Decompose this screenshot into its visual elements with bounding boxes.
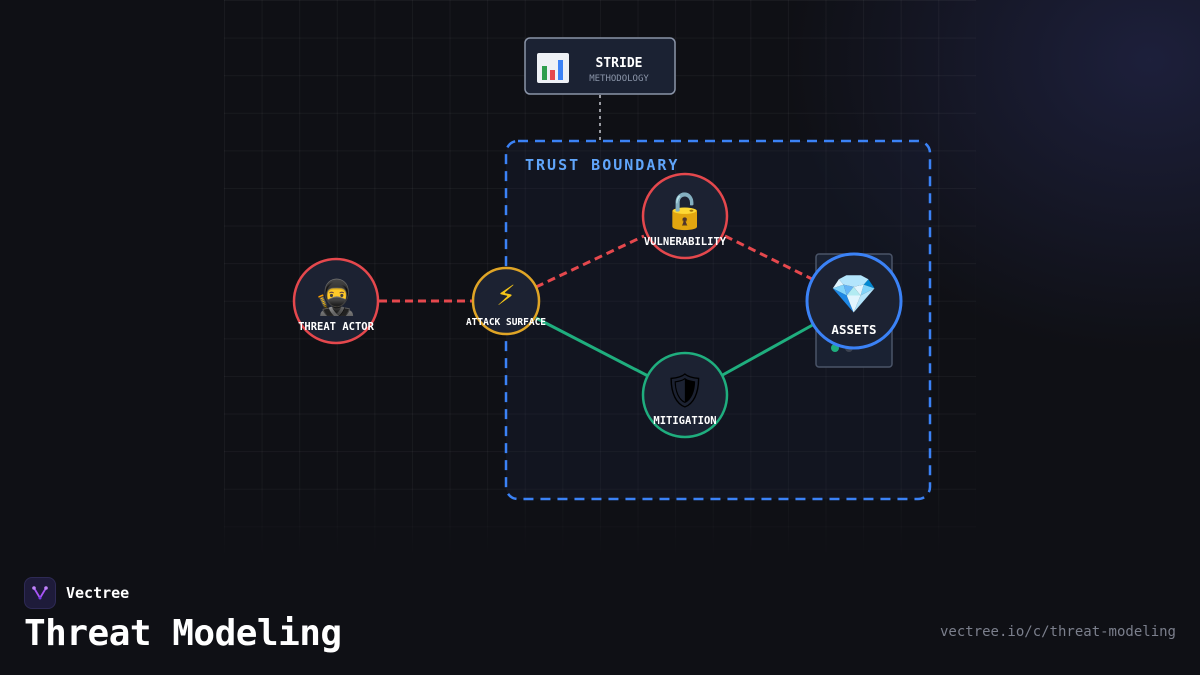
node-attack-surface[interactable]: ⚡ ATTACK SURFACE (466, 266, 546, 336)
edge-vulnerability-assets (724, 234, 817, 283)
page-url[interactable]: vectree.io/c/threat-modeling (939, 624, 1176, 640)
node-assets[interactable]: 💎 ASSETS (805, 252, 903, 350)
node-vulnerability[interactable]: 🔓 VULNERABILITY (641, 172, 729, 260)
bar-chart-icon (537, 53, 569, 83)
node-mitigation[interactable]: 🛡 MITIGATION (641, 351, 729, 439)
stride-title: STRIDE (596, 56, 643, 71)
shield-icon: 🛡 (663, 371, 706, 411)
edge-attack-surface-vulnerability (535, 234, 645, 289)
page-title: Threat Modeling (24, 613, 342, 654)
ninja-icon: 🥷 (315, 278, 357, 318)
gem-icon: 💎 (830, 272, 877, 316)
brand-name: Vectree (66, 584, 130, 602)
stride-card[interactable]: STRIDE METHODOLOGY (524, 37, 676, 95)
assets-label: ASSETS (831, 322, 876, 337)
mitigation-label: MITIGATION (653, 415, 716, 427)
edge-attack-surface-mitigation (535, 316, 651, 379)
edge-mitigation-assets (718, 320, 819, 379)
attack-surface-label: ATTACK SURFACE (466, 317, 546, 328)
stride-subtitle: METHODOLOGY (589, 74, 649, 84)
trust-boundary (504, 139, 932, 501)
node-threat-actor[interactable]: 🥷 THREAT ACTOR (292, 257, 380, 345)
vulnerability-label: VULNERABILITY (644, 236, 727, 248)
unlocked-padlock-icon: 🔓 (664, 192, 706, 232)
vectree-logo-icon (24, 577, 56, 609)
lightning-icon: ⚡ (496, 279, 516, 312)
brand[interactable]: Vectree (24, 577, 129, 609)
trust-boundary-label: TRUST BOUNDARY (525, 156, 679, 174)
threat-actor-label: THREAT ACTOR (298, 321, 375, 333)
